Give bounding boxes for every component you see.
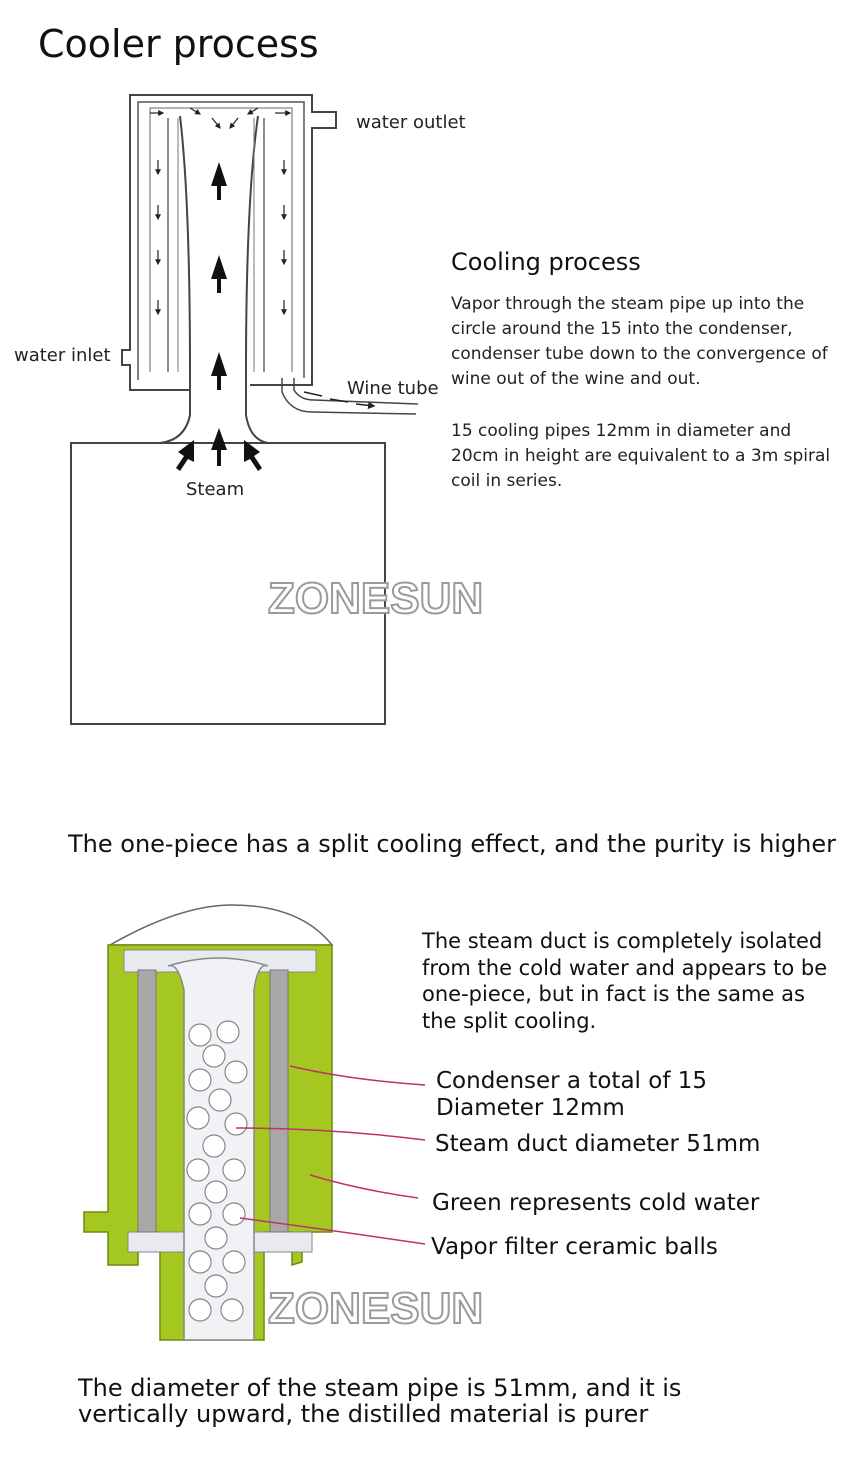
condenser-cross-section xyxy=(83,904,426,1341)
condenser-shell xyxy=(121,94,337,391)
wine-tube xyxy=(281,378,419,415)
water-outlet-label: water outlet xyxy=(356,112,466,133)
wine-tube-label: Wine tube xyxy=(347,378,439,399)
cooler-process-diagram xyxy=(70,94,419,725)
cooling-process-paragraph-2: 15 cooling pipes 12mm in diameter and 20… xyxy=(451,421,831,491)
callout-lines xyxy=(235,1065,426,1245)
boiler-body xyxy=(70,442,386,725)
dome-lid xyxy=(107,904,334,946)
vapor-up-arrows xyxy=(176,162,262,471)
ceramic-balls xyxy=(186,1020,248,1322)
steam-neck xyxy=(159,390,269,444)
condenser-callout-line2: Diameter 12mm xyxy=(436,1095,625,1121)
page-title: Cooler process xyxy=(38,22,319,66)
condenser-callout-line1: Condenser a total of 15 xyxy=(436,1068,707,1094)
steam-label: Steam xyxy=(186,479,245,500)
steam-pipe xyxy=(179,115,259,390)
watermark-top: ZONESUN xyxy=(267,573,484,624)
isolation-description: The steam duct is completely isolated fr… xyxy=(422,929,828,1033)
cooling-process-heading: Cooling process xyxy=(451,248,641,276)
watermark-bottom: ZONESUN xyxy=(267,1283,484,1334)
condenser-pipe-right xyxy=(269,969,289,1233)
ceramic-balls-callout: Vapor filter ceramic balls xyxy=(431,1234,718,1260)
condenser-pipe-left xyxy=(137,969,157,1233)
cold-water-callout: Green represents cold water xyxy=(432,1190,760,1216)
cooling-process-paragraph-1: Vapor through the steam pipe up into the… xyxy=(451,294,828,389)
steam-duct-callout: Steam duct diameter 51mm xyxy=(435,1131,761,1157)
middle-headline: The one-piece has a split cooling effect… xyxy=(68,830,837,858)
water-inlet-label: water inlet xyxy=(14,345,111,366)
bottom-caption: The diameter of the steam pipe is 51mm, … xyxy=(78,1374,682,1428)
